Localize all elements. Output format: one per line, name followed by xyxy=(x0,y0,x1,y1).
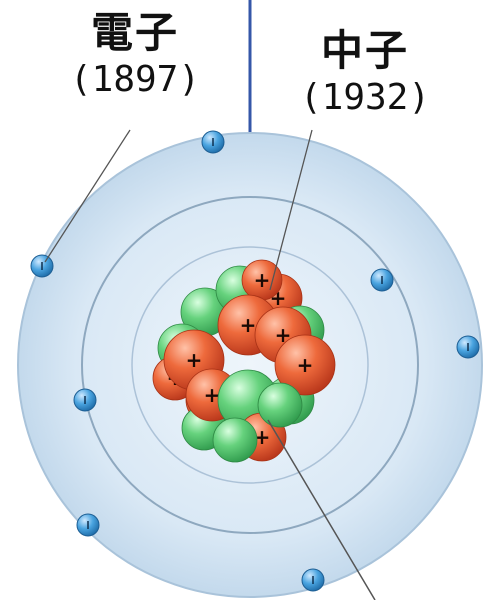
plus-sign-icon: + xyxy=(254,268,271,292)
electron-group xyxy=(30,130,480,592)
electron xyxy=(76,513,100,537)
nucleus: ++++++++++ xyxy=(152,259,336,463)
neutron-year: (1932) xyxy=(299,77,431,118)
electron xyxy=(456,335,480,359)
electron xyxy=(370,268,394,292)
neutron-pointer-line xyxy=(269,129,313,291)
plus-sign-icon: + xyxy=(297,353,314,377)
neutron-particle xyxy=(257,382,303,428)
proton: + xyxy=(241,259,283,301)
electron xyxy=(201,130,225,154)
plus-sign-icon: + xyxy=(186,348,203,372)
plus-sign-icon: + xyxy=(240,313,257,337)
plus-sign-icon: + xyxy=(204,383,221,407)
neutron-name: 中子 xyxy=(320,26,409,75)
middle-orbit xyxy=(81,196,419,534)
electron xyxy=(301,568,325,592)
electron-name: 電子 xyxy=(90,8,179,57)
electron-year: (1897) xyxy=(69,59,201,100)
electron xyxy=(30,254,54,278)
neutron-particle xyxy=(212,417,258,463)
proton-pointer-line xyxy=(267,419,376,600)
electron-label: 電子 (1897) xyxy=(60,12,210,98)
electron xyxy=(73,388,97,412)
proton: + xyxy=(274,334,336,396)
electron-pointer-line xyxy=(44,129,131,263)
plus-sign-icon: + xyxy=(254,425,271,449)
neutron-label: 中子 (1932) xyxy=(290,30,440,116)
outer-orbit xyxy=(17,132,483,598)
inner-orbit xyxy=(131,246,369,484)
